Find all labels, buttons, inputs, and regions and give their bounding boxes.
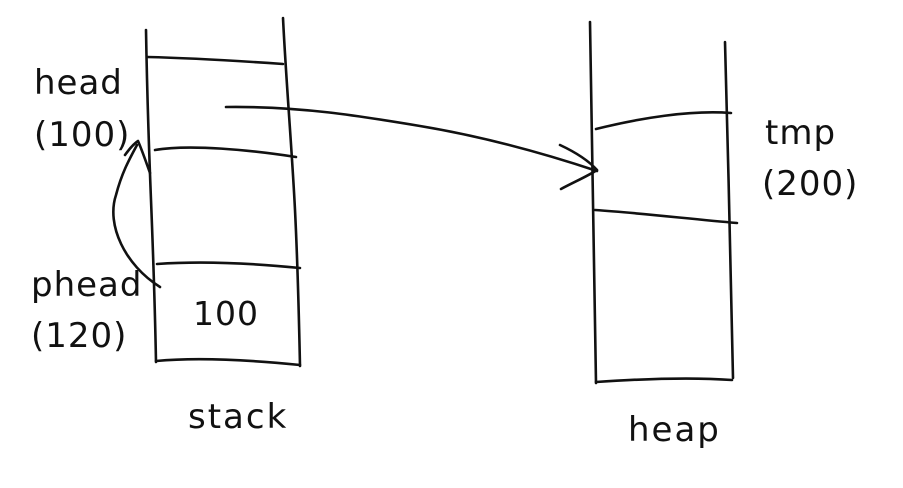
- phead-to-head-arrow: [112, 139, 162, 289]
- head-address: (100): [34, 115, 131, 155]
- stack-column: [144, 16, 302, 368]
- heap-divider-top: [594, 111, 733, 131]
- phead-pointer-line: [112, 143, 162, 289]
- phead-stored-value: 100: [193, 294, 259, 333]
- phead-label: phead: [31, 265, 143, 305]
- head-to-tmp-arrow: [224, 105, 599, 191]
- heap-right-wall: [723, 40, 735, 380]
- stack-title: stack: [188, 397, 289, 437]
- stack-left-wall: [144, 28, 158, 364]
- heap-left-wall: [588, 20, 598, 385]
- stack-bottom: [154, 357, 302, 367]
- stack-divider-mid: [153, 146, 298, 159]
- phead-pointer-arrowhead: [123, 139, 152, 175]
- head-pointer-line: [224, 105, 599, 173]
- head-pointer-arrowhead: [558, 143, 599, 191]
- heap-divider-mid: [593, 208, 739, 225]
- tmp-address: (200): [762, 164, 859, 204]
- head-label: head: [34, 63, 123, 103]
- heap-title: heap: [628, 410, 721, 450]
- stack-divider-top: [145, 55, 285, 66]
- tmp-label: tmp: [765, 113, 837, 153]
- heap-bottom: [594, 377, 734, 384]
- heap-column: [588, 20, 739, 385]
- phead-address: (120): [31, 316, 128, 356]
- stack-divider-low: [155, 261, 302, 270]
- stack-right-wall: [281, 16, 302, 368]
